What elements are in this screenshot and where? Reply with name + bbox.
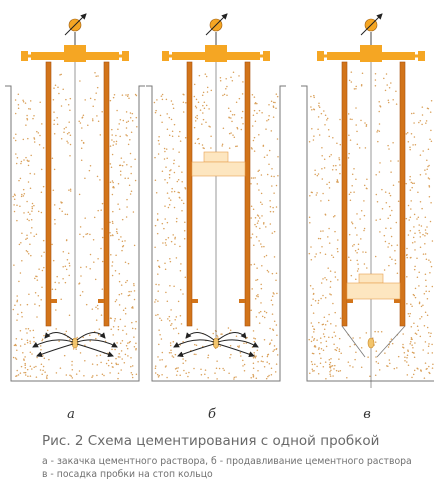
head-handle-left: [162, 51, 169, 61]
gauge-arrow-icon: [64, 13, 87, 36]
flow-arrow-icon: [217, 339, 259, 348]
stop-ring-left: [347, 299, 353, 303]
casing-right: [399, 61, 406, 327]
figure-title: Рис. 2 Схема цементирования с одной проб…: [42, 433, 380, 449]
float-valve: [212, 337, 220, 349]
cement-in-casing: [347, 71, 400, 281]
casing-right: [103, 61, 110, 327]
head-handle-left: [21, 51, 28, 61]
flow-arrow-icon: [32, 339, 74, 348]
flow-arrow-icon: [76, 332, 106, 341]
casing-left: [45, 61, 52, 327]
cement-in-casing: [51, 72, 104, 321]
cement-annulus: [308, 94, 434, 380]
plug-top: [358, 273, 384, 284]
panel-2: б: [146, 13, 286, 422]
wellbore-wall: [5, 85, 145, 382]
panel-label: в: [363, 407, 371, 422]
wellbore-wall: [301, 85, 434, 382]
legend-line-2: в - посадка пробки на стоп кольцо: [42, 469, 213, 480]
head-block: [205, 45, 227, 62]
plug-top: [203, 151, 229, 163]
gauge-arrow-icon: [360, 13, 383, 36]
flow-arrow-icon: [173, 339, 215, 348]
cement-annulus: [153, 93, 279, 380]
head-handle-right: [418, 51, 425, 61]
float-valve: [367, 337, 375, 349]
head-handle-left: [317, 51, 324, 61]
flow-arrows: [32, 332, 118, 358]
legend-line-1: а - закачка цементного раствора, б - про…: [42, 456, 412, 467]
flow-arrow-icon: [177, 343, 215, 358]
flow-arrow-icon: [76, 339, 118, 348]
flow-arrows: [173, 332, 259, 358]
flow-arrow-icon: [217, 332, 247, 341]
casing-left: [186, 61, 193, 327]
stop-ring-left: [192, 299, 198, 303]
plug-body: [346, 282, 401, 300]
panel-1: а: [5, 13, 145, 422]
flow-arrow-icon: [217, 343, 255, 358]
panel-label: б: [208, 407, 216, 422]
head-handle-right: [263, 51, 270, 61]
stop-ring-right: [98, 299, 104, 303]
stop-ring-left: [51, 299, 57, 303]
gauge-arrow-icon: [205, 13, 228, 36]
flow-arrow-icon: [36, 343, 74, 358]
head-handle-right: [122, 51, 129, 61]
cement-in-casing: [193, 71, 244, 150]
stop-ring-right: [239, 299, 245, 303]
flow-arrow-icon: [185, 332, 215, 341]
casing-left: [341, 61, 348, 327]
plug-body: [191, 161, 246, 177]
panel-label: а: [67, 407, 75, 422]
head-block: [360, 45, 382, 62]
flow-arrow-icon: [44, 332, 74, 341]
wellbore-wall: [146, 85, 286, 382]
casing-shoe: [341, 325, 406, 358]
head-block: [64, 45, 86, 62]
flow-arrow-icon: [76, 343, 114, 358]
panel-3: в: [301, 13, 434, 422]
float-valve: [71, 337, 79, 349]
cement-annulus: [12, 93, 138, 380]
casing-right: [244, 61, 251, 327]
stop-ring-right: [394, 299, 400, 303]
